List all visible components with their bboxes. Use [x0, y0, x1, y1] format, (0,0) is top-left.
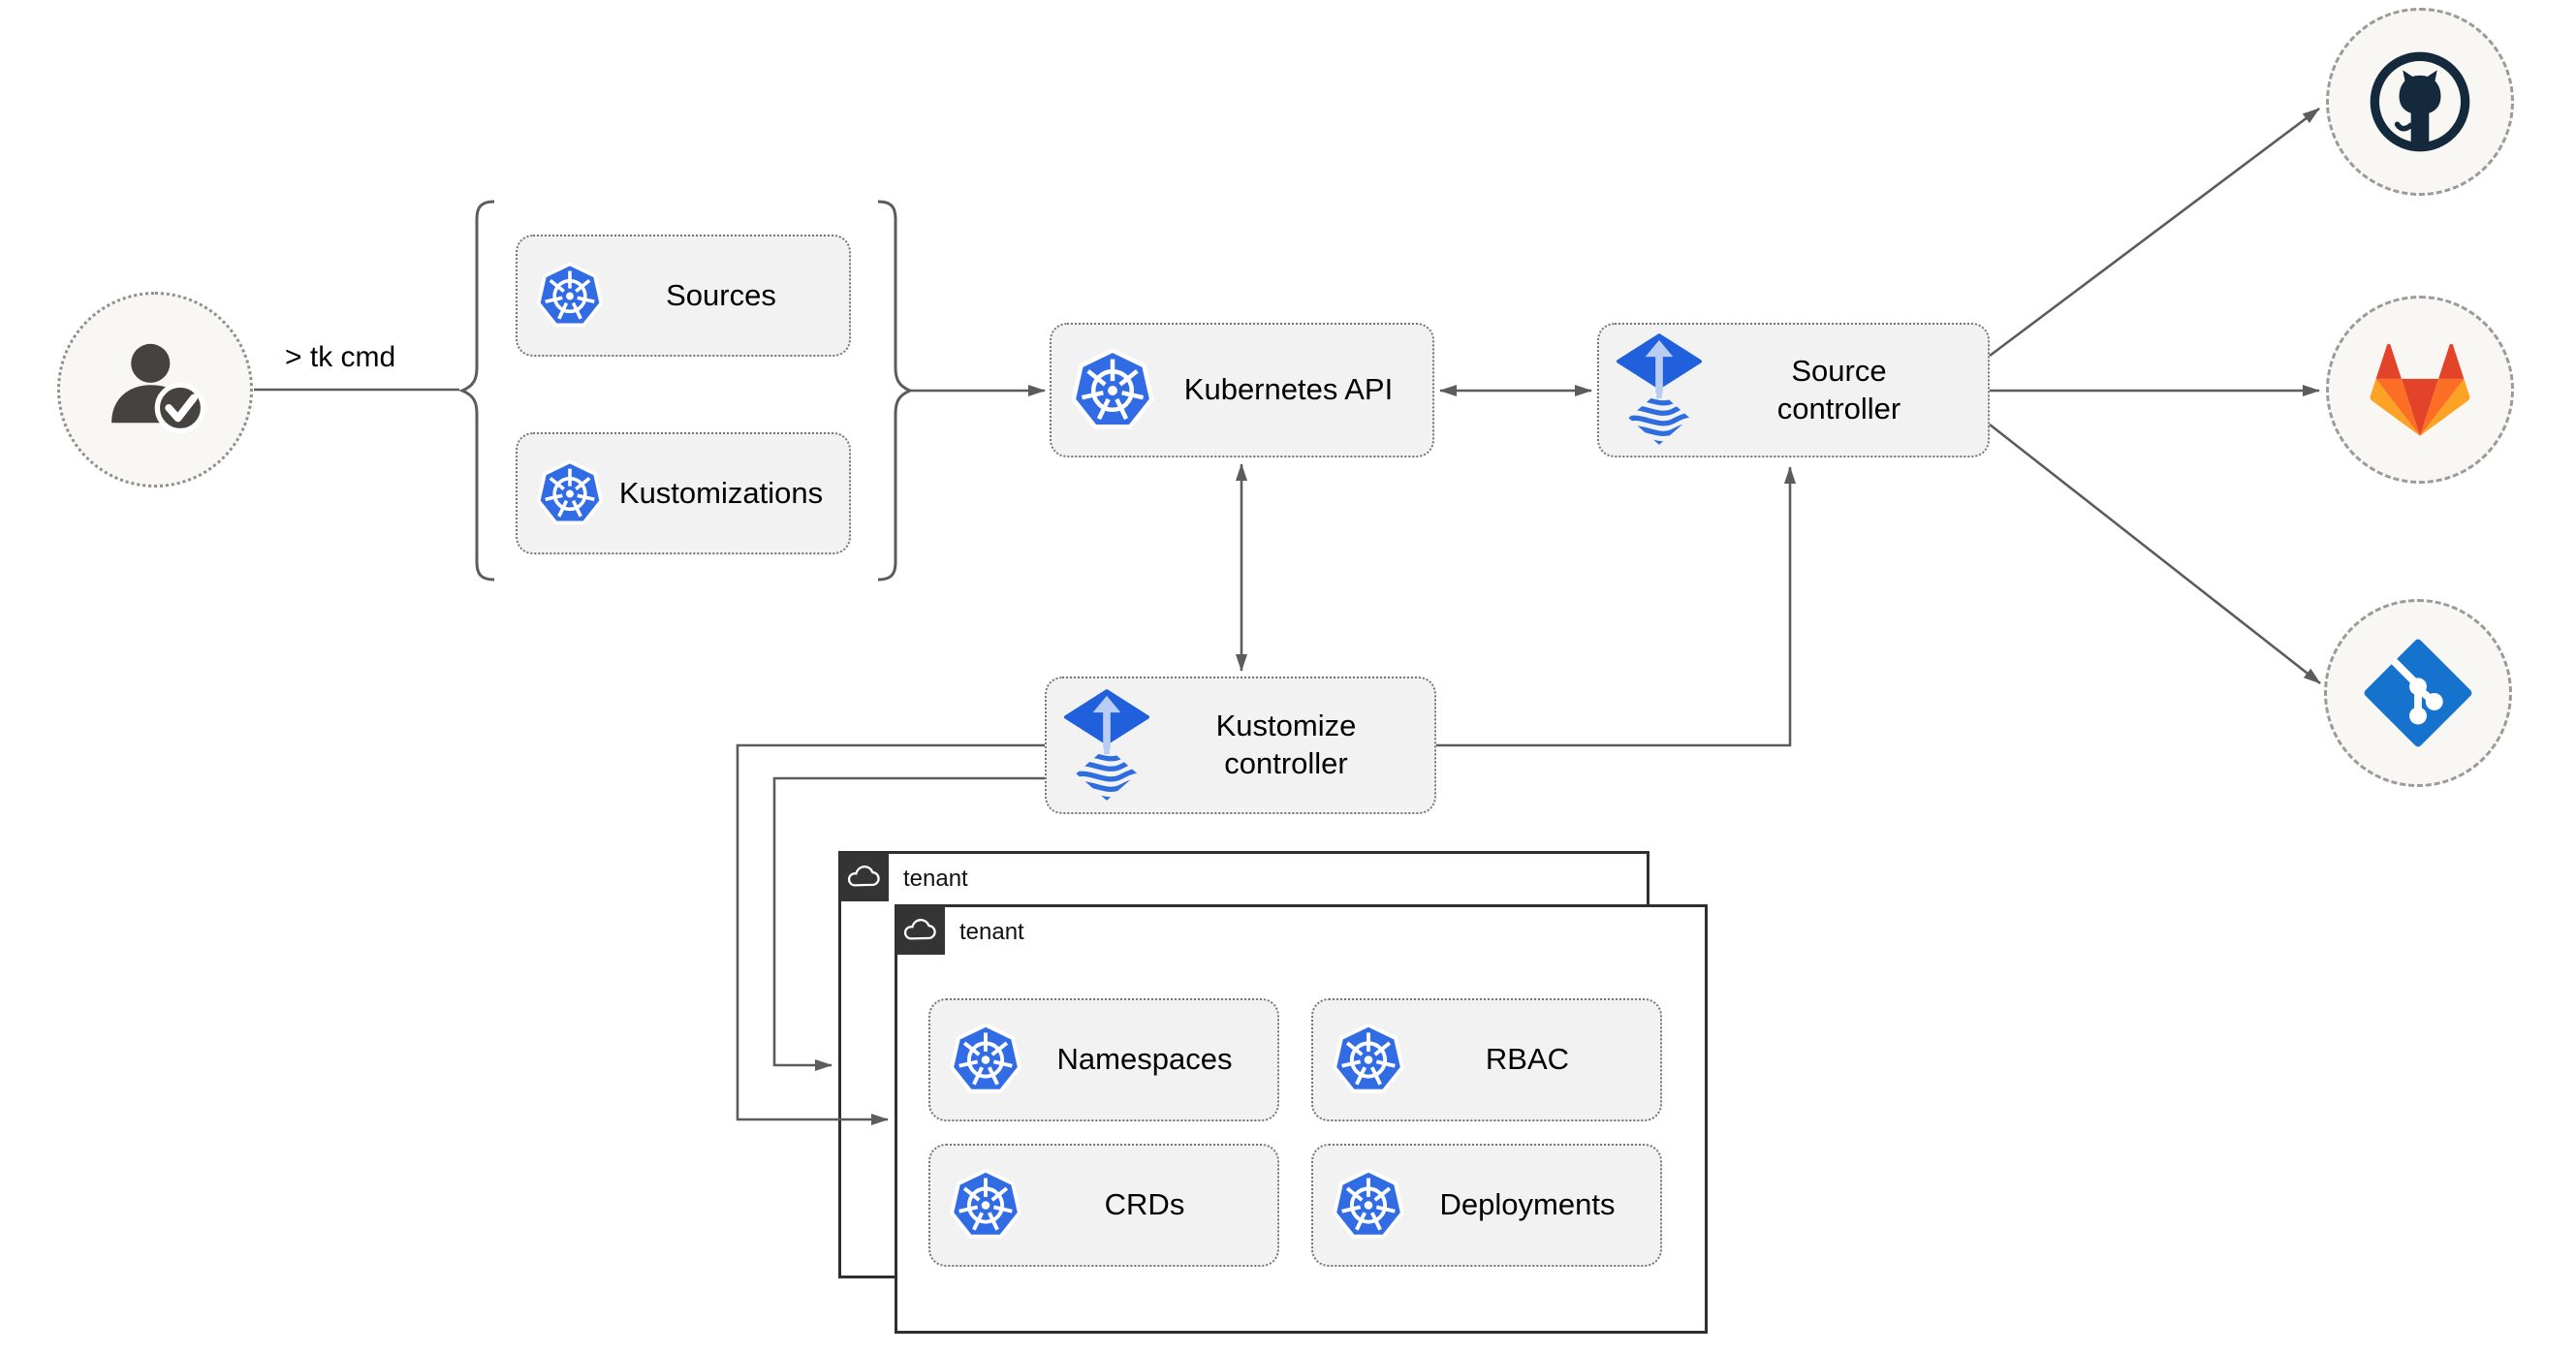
gitlab-circle	[2326, 296, 2514, 484]
node-kubernetes-api-label: Kubernetes API	[1183, 372, 1394, 407]
tenant-header	[840, 853, 889, 901]
kubernetes-wheel-icon	[1069, 345, 1156, 436]
node-kubernetes-api: Kubernetes API	[1050, 323, 1434, 457]
tenant-header	[896, 906, 945, 955]
user-circle	[57, 292, 253, 488]
cli-command-label: > tk cmd	[285, 341, 396, 373]
node-source-controller-label: Source controller	[1776, 353, 1901, 425]
kubernetes-wheel-icon	[535, 260, 605, 332]
node-namespaces-label: Namespaces	[1056, 1042, 1233, 1077]
tenant-label: tenant	[959, 919, 1024, 945]
node-rbac-label: RBAC	[1485, 1042, 1570, 1077]
github-logo-icon	[2366, 47, 2474, 156]
gitlab-logo-icon	[2370, 343, 2470, 436]
github-circle	[2326, 8, 2514, 196]
node-rbac: RBAC	[1311, 998, 1662, 1121]
node-kustomizations-label: Kustomizations	[618, 475, 824, 510]
git-logo-icon	[2364, 639, 2472, 747]
git-circle	[2324, 599, 2512, 787]
node-sources: Sources	[516, 235, 851, 357]
node-deployments-label: Deployments	[1439, 1187, 1616, 1222]
flux-toolkit-icon	[1064, 689, 1149, 803]
node-source-controller: Source controller	[1597, 323, 1990, 457]
edge-source-to-git	[1989, 423, 2321, 685]
edge-kustomize-to-source	[1436, 466, 1796, 747]
brace-right	[877, 200, 914, 582]
kubernetes-wheel-icon	[948, 1021, 1023, 1099]
node-kustomizations: Kustomizations	[516, 432, 851, 554]
cloud-icon	[846, 864, 883, 891]
edge-source-to-github	[1989, 107, 2320, 358]
node-sources-label: Sources	[666, 277, 776, 312]
flux-toolkit-icon	[1617, 333, 1702, 447]
cloud-icon	[902, 917, 939, 944]
tenant-label: tenant	[903, 866, 968, 892]
brace-left	[458, 200, 495, 582]
kubernetes-wheel-icon	[1331, 1166, 1406, 1245]
node-crds: CRDs	[928, 1144, 1279, 1267]
kubernetes-wheel-icon	[948, 1166, 1023, 1245]
node-kustomize-controller: Kustomize controller	[1045, 677, 1436, 814]
node-crds-label: CRDs	[1104, 1187, 1185, 1222]
kubernetes-wheel-icon	[535, 457, 605, 530]
node-deployments: Deployments	[1311, 1144, 1662, 1267]
kubernetes-wheel-icon	[1331, 1021, 1406, 1099]
node-kustomize-controller-label: Kustomize controller	[1215, 709, 1357, 780]
node-namespaces: Namespaces	[928, 998, 1279, 1121]
user-check-icon	[98, 332, 212, 447]
